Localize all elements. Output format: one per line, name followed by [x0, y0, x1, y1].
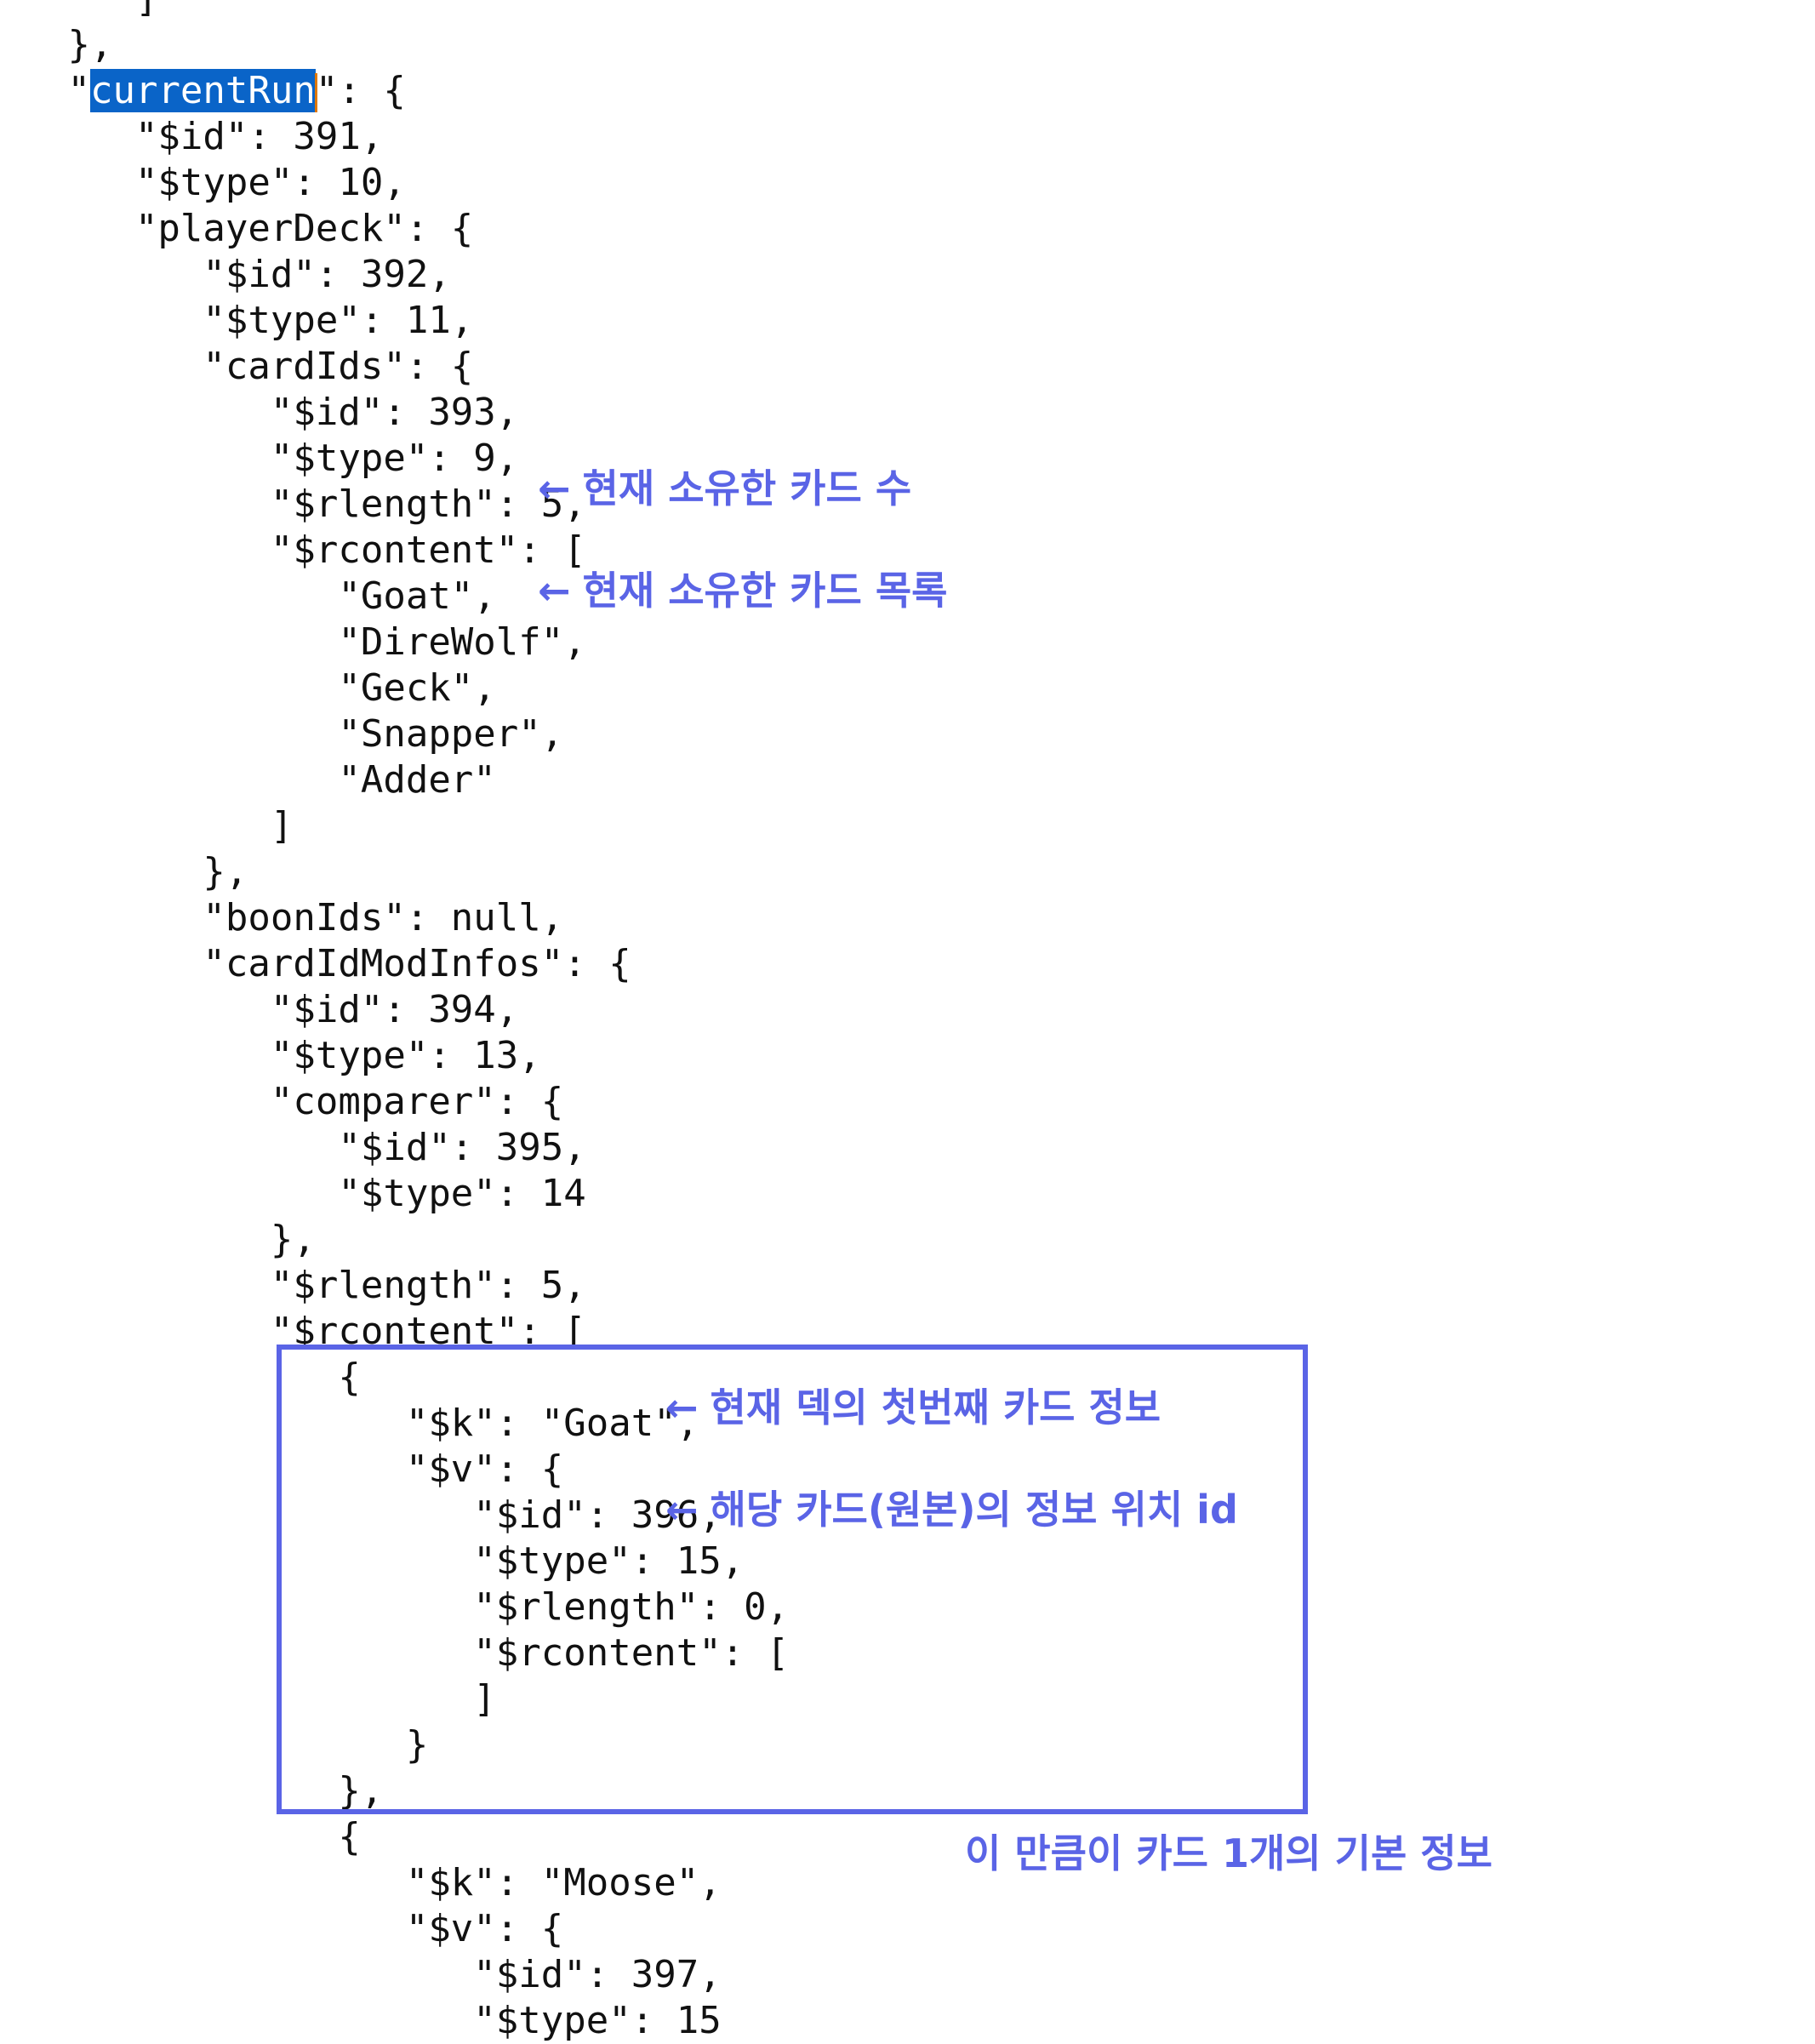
code-line[interactable]: "cardIds": { — [0, 345, 474, 388]
left-arrow-icon: ← — [538, 568, 571, 614]
left-arrow-icon: ← — [538, 465, 571, 511]
code-line[interactable]: "$k": "Goat", — [0, 1402, 699, 1445]
code-line[interactable]: "cardIdModInfos": { — [0, 942, 631, 985]
code-line[interactable]: "playerDeck": { — [0, 207, 474, 250]
code-line[interactable]: "$id": 391, — [0, 115, 384, 158]
code-line[interactable]: "$v": { — [0, 1907, 564, 1950]
code-line[interactable]: { — [0, 1356, 361, 1399]
selected-text[interactable]: currentRun — [89, 69, 316, 112]
code-line[interactable]: "currentRun": { — [0, 68, 406, 114]
annotation-first-card-info: ←현재 덱의 첫번째 카드 정보 — [665, 1384, 1161, 1431]
code-line[interactable]: } — [0, 1723, 429, 1767]
code-line[interactable]: "$v": { — [0, 1447, 564, 1491]
code-line[interactable]: "$id": 395, — [0, 1126, 586, 1169]
annotation-card-list-text: 현재 소유한 카드 목록 — [582, 568, 948, 614]
annotation-box-caption-text: 이 만큼이 카드 1개의 기본 정보 — [965, 1830, 1493, 1876]
annotation-original-info-id-text: 해당 카드(원본)의 정보 위치 id — [710, 1487, 1238, 1533]
left-arrow-icon: ← — [665, 1385, 699, 1430]
code-line[interactable]: "$id": 394, — [0, 988, 519, 1031]
code-line[interactable]: "$rlength": 0, — [0, 1585, 790, 1629]
code-line[interactable]: "Goat", — [0, 574, 496, 618]
annotation-card-count-text: 현재 소유한 카드 수 — [582, 465, 912, 511]
code-line[interactable]: "Adder" — [0, 758, 496, 802]
code-line[interactable]: }, — [0, 23, 113, 66]
code-line[interactable]: "$id": 396, — [0, 1493, 722, 1537]
code-line[interactable]: "$id": 397, — [0, 1953, 722, 1996]
code-line[interactable]: }, — [0, 1769, 384, 1813]
code-line[interactable]: }, — [0, 1218, 316, 1261]
code-line[interactable]: ] — [0, 804, 294, 848]
code-line[interactable]: "Snapper", — [0, 712, 564, 756]
text-cursor — [314, 73, 317, 112]
annotation-box-caption: 이 만큼이 카드 1개의 기본 정보 — [965, 1830, 1493, 1877]
annotation-original-info-id: ←해당 카드(원본)의 정보 위치 id — [665, 1486, 1238, 1533]
annotation-card-list: ←현재 소유한 카드 목록 — [538, 567, 947, 614]
code-line[interactable]: "DireWolf", — [0, 620, 586, 664]
code-text-before-selection: " — [0, 69, 90, 112]
code-line[interactable]: }, — [0, 850, 248, 894]
code-line[interactable]: "$rcontent": [ — [0, 528, 586, 572]
annotation-card-count: ←현재 소유한 카드 수 — [538, 465, 911, 512]
code-line[interactable]: "$type": 14 — [0, 1172, 586, 1215]
code-line[interactable]: "$rlength": 5, — [0, 1264, 586, 1307]
card-info-highlight-box — [277, 1345, 1308, 1814]
code-line[interactable]: "$rlength": 5, — [0, 482, 586, 526]
code-line[interactable]: "$type": 15, — [0, 1539, 745, 1583]
code-line[interactable]: "$rcontent": [ — [0, 1631, 790, 1675]
code-line[interactable]: "$type": 15 — [0, 1999, 722, 2042]
code-line[interactable]: "boonIds": null, — [0, 896, 564, 939]
code-line[interactable]: "$id": 393, — [0, 391, 519, 434]
code-line[interactable]: ] — [0, 0, 158, 22]
code-text-after-selection: ": { — [315, 69, 406, 112]
annotation-first-card-info-text: 현재 덱의 첫번째 카드 정보 — [710, 1385, 1161, 1430]
code-line[interactable]: ] — [0, 1677, 496, 1721]
code-line[interactable]: "$k": "Moose", — [0, 1861, 722, 1904]
code-line[interactable]: "$id": 392, — [0, 253, 451, 296]
code-line[interactable]: { — [0, 1815, 361, 1858]
code-line[interactable]: "$type": 13, — [0, 1034, 541, 1077]
left-arrow-icon: ← — [665, 1487, 699, 1533]
code-line[interactable]: "comparer": { — [0, 1080, 564, 1123]
code-line[interactable]: "$type": 11, — [0, 299, 474, 342]
code-line[interactable]: "$type": 10, — [0, 161, 406, 204]
code-line[interactable]: "Geck", — [0, 666, 496, 710]
code-line[interactable]: "$type": 9, — [0, 437, 519, 480]
